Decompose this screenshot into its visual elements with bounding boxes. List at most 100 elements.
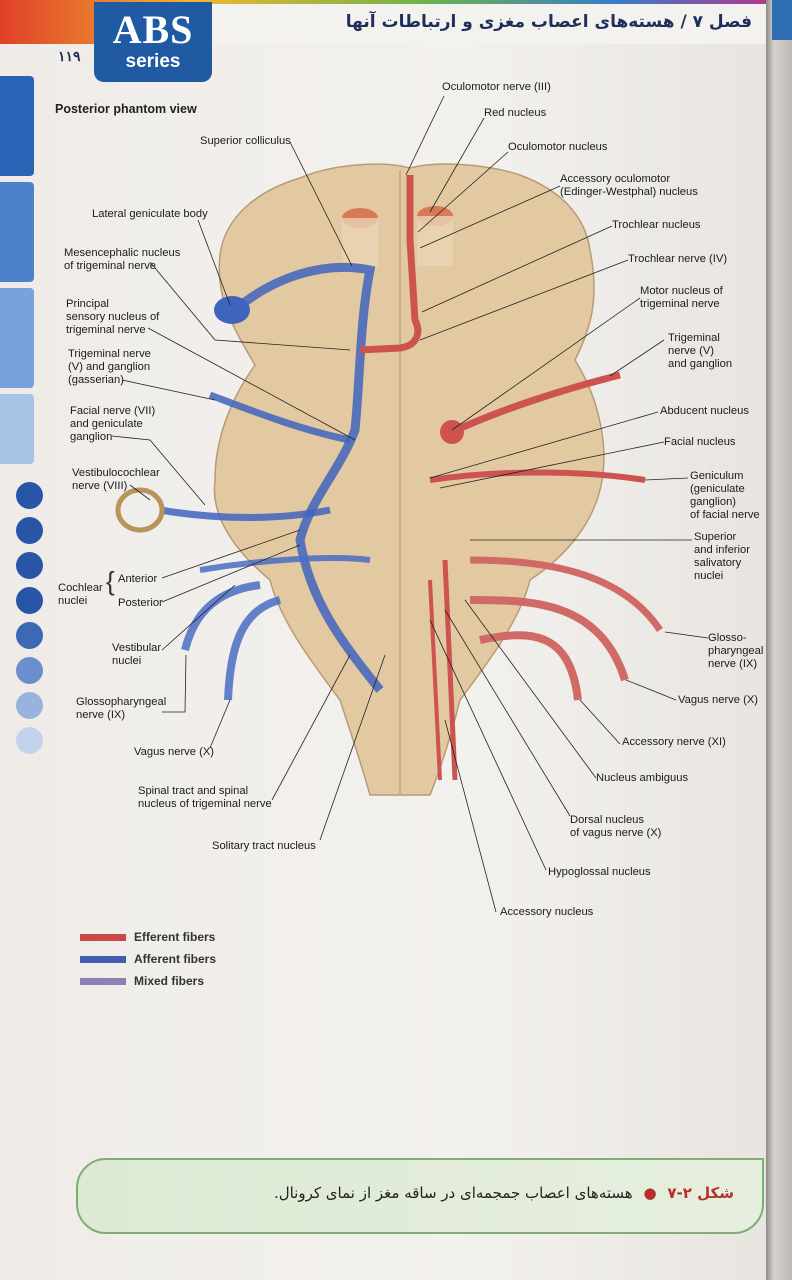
caption-number: شکل ۲-۷ [667, 1184, 734, 1202]
efferent-tract [429, 469, 646, 483]
label-anterior: Anterior [118, 573, 158, 585]
label-line: Spinal tract and spinal [138, 785, 249, 797]
next-page-header-strip [772, 0, 792, 40]
dot [16, 552, 43, 579]
label-vagus-left: Vagus nerve (X) [134, 746, 215, 758]
dot [16, 517, 43, 544]
label-line: nuclei [58, 595, 88, 607]
label-line: Accessory oculomotor [560, 173, 671, 185]
label-line: of trigeminal nerve [64, 260, 157, 272]
caption-text: هسته‌های اعصاب جمجمه‌ای در ساقه مغز از ن… [273, 1184, 633, 1202]
label-line: Superior [694, 531, 737, 543]
side-tab [0, 288, 34, 388]
label-trochlear-nucleus: Trochlear nucleus [612, 219, 701, 231]
label-line: pharyngeal [708, 645, 764, 657]
label-line: nerve (IX) [708, 658, 758, 670]
label-line: trigeminal nerve [66, 324, 146, 336]
lateral-geniculate-body [214, 296, 250, 324]
label-line: nuclei [694, 570, 724, 582]
chapter-side-tabs [0, 76, 36, 470]
view-title: Posterior phantom view [55, 102, 197, 116]
abs-series-logo: ABS series [94, 2, 212, 82]
label-line: Trigeminal nerve [68, 348, 151, 360]
side-tab [0, 182, 34, 282]
label-line: Dorsal nucleus [570, 814, 644, 826]
afferent-tract [159, 506, 331, 521]
label-facial-nucleus: Facial nucleus [664, 436, 736, 448]
label-line: of vagus nerve (X) [570, 827, 662, 839]
legend-item: Efferent fibers [80, 926, 216, 948]
label-lateral-geniculate: Lateral geniculate body [92, 208, 208, 220]
dot [16, 727, 43, 754]
label-solitary-tract: Solitary tract nucleus [212, 840, 316, 852]
label-line: nerve (IX) [76, 709, 126, 721]
label-line: (Edinger-Westphal) nucleus [560, 186, 698, 198]
label-line: trigeminal nerve [640, 298, 720, 310]
label-abducent: Abducent nucleus [660, 405, 749, 417]
brainstem-silhouette [213, 163, 605, 796]
efferent-swatch [80, 933, 126, 941]
label-line: (geniculate ganglion) [690, 483, 745, 508]
label-oculomotor-nucleus: Oculomotor nucleus [508, 141, 608, 153]
label-accessory-oculomotor: Accessory oculomotor(Edinger-Westphal) n… [560, 173, 698, 199]
label-line: Motor nucleus of [640, 285, 723, 297]
legend-label: Efferent fibers [134, 930, 216, 944]
label-line: salivatory [694, 557, 742, 569]
legend-item: Mixed fibers [80, 970, 216, 992]
legend-label: Mixed fibers [134, 974, 205, 988]
efferent-tract [469, 556, 663, 632]
legend-label: Afferent fibers [134, 952, 217, 966]
mixed-swatch [80, 977, 126, 985]
label-line: (gasserian) [68, 374, 124, 386]
efferent-tract [450, 371, 621, 436]
afferent-tract [199, 555, 371, 573]
label-accessory-nucleus: Accessory nucleus [500, 906, 594, 918]
label-nucleus-ambiguus: Nucleus ambiguus [596, 772, 689, 784]
label-line: and inferior [694, 544, 750, 556]
label-line: ganglion [70, 431, 113, 443]
page-number: ۱۱۹ [58, 48, 81, 64]
label-line: Geniculum [690, 470, 744, 482]
logo-main-text: ABS [112, 7, 194, 52]
label-line: Facial nerve (VII) [70, 405, 156, 417]
label-trochlear-nerve: Trochlear nerve (IV) [628, 253, 728, 265]
label-line: nerve (V) [668, 345, 715, 357]
label-accessory-nerve: Accessory nerve (XI) [622, 736, 726, 748]
dot [16, 657, 43, 684]
label-red-nucleus: Red nucleus [484, 107, 547, 119]
label-hypoglossal: Hypoglossal nucleus [548, 866, 651, 878]
cochlear-brace: { [106, 566, 115, 596]
label-trigeminal-left: Trigeminal nerve(V) and ganglion(gasseri… [68, 348, 151, 387]
label-line: Vestibular [112, 642, 162, 654]
label-line: Trigeminal [668, 332, 720, 344]
label-vagus-right: Vagus nerve (X) [678, 694, 759, 706]
label-line: nucleus of trigeminal nerve [138, 798, 272, 810]
figure-caption-box: شکل ۲-۷ ● هسته‌های اعصاب جمجمه‌ای در ساق… [76, 1158, 764, 1234]
label-line: Glosso- [708, 632, 747, 644]
side-tab [0, 76, 34, 176]
leader-lines [111, 95, 709, 913]
dot [16, 587, 43, 614]
caption-bullet-icon: ● [643, 1184, 657, 1202]
fiber-legend: Efferent fibers Afferent fibers Mixed fi… [80, 926, 216, 992]
page-edge [766, 0, 792, 1280]
label-line: Glossopharyngeal [76, 696, 167, 708]
label-line: Mesencephalic nucleus [64, 247, 181, 259]
label-posterior: Posterior [118, 597, 163, 609]
dot [16, 482, 43, 509]
header-title-area: فصل ۷ / هسته‌های اعصاب مغزی و ارتباطات آ… [210, 4, 766, 44]
figure-caption: شکل ۲-۷ ● هسته‌های اعصاب جمجمه‌ای در ساق… [274, 1184, 734, 1202]
label-line: and geniculate [70, 418, 143, 430]
efferent-tract [359, 175, 422, 354]
